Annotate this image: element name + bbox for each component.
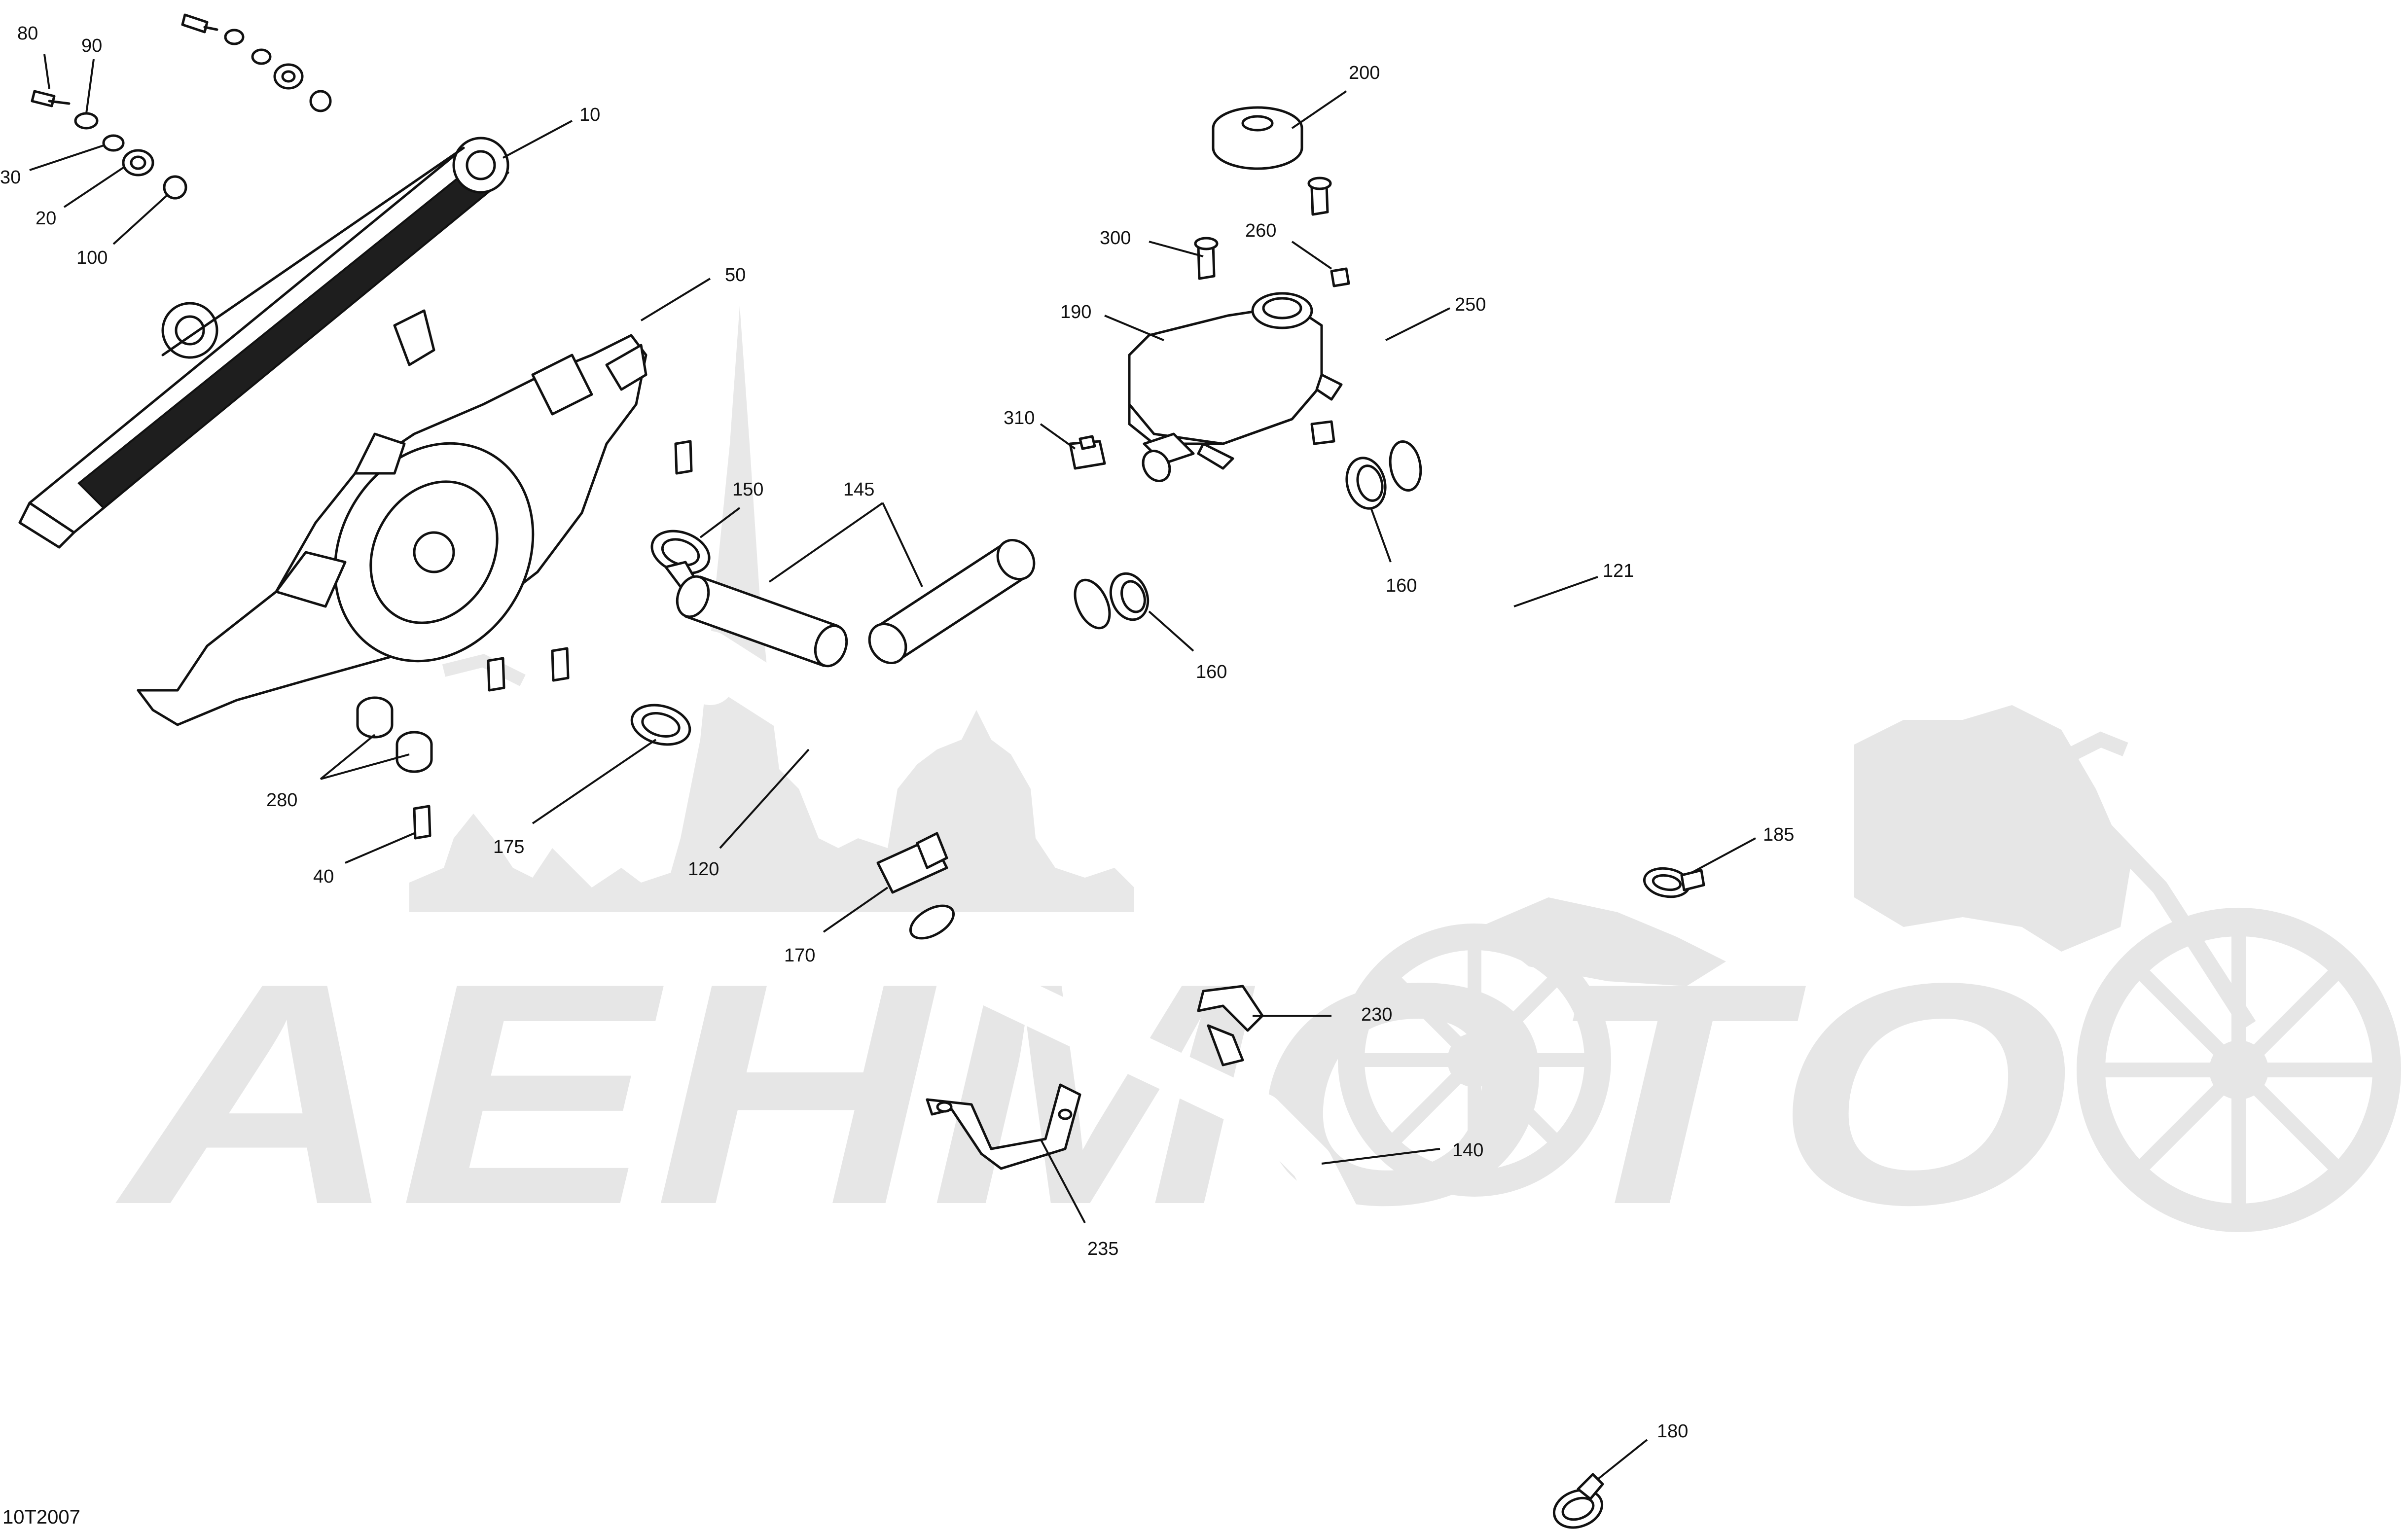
label-280: 280: [266, 790, 297, 811]
label-120: 120: [688, 859, 719, 880]
label-40: 40: [313, 866, 334, 887]
clamp-180: [1552, 1473, 1604, 1529]
label-160-b: 160: [1386, 575, 1417, 596]
label-250: 250: [1455, 294, 1486, 315]
hose-250: [1366, 252, 1401, 414]
leader-lines: [29, 54, 1756, 1480]
label-90: 90: [81, 36, 102, 56]
bracket-230: [1197, 985, 1264, 1067]
clamp-175: [630, 704, 691, 746]
label-10: 10: [579, 105, 600, 125]
label-80: 80: [17, 23, 38, 44]
watermark-skyline: [409, 306, 1134, 912]
hardware-reservoir: [1194, 177, 1350, 287]
label-190: 190: [1060, 302, 1091, 322]
label-300: 300: [1100, 228, 1131, 249]
label-50: 50: [725, 265, 746, 285]
label-30: 30: [0, 167, 21, 188]
clip-reservoir-right: [1310, 420, 1335, 445]
hardware-top-left: [31, 13, 332, 200]
label-100: 100: [76, 248, 108, 268]
fan-shroud: [137, 334, 647, 726]
watermark-bridge: [442, 654, 526, 686]
hose-140: [909, 904, 1540, 1505]
radiator: [18, 137, 509, 549]
clamp-185: [1643, 867, 1705, 898]
label-20: 20: [36, 208, 56, 229]
clamp-160-b: [1345, 457, 1387, 510]
label-310: 310: [1004, 408, 1035, 428]
hose-120: [671, 578, 1114, 765]
clamp-160-a: [1109, 572, 1150, 621]
watermark: АЕНМОТО: [111, 306, 2401, 1270]
label-185: 185: [1763, 824, 1794, 845]
label-150: 150: [732, 479, 763, 500]
coolant-reservoir: [1128, 292, 1343, 482]
bracket-235: [926, 1083, 1081, 1170]
label-121: 121: [1603, 561, 1634, 581]
watermark-text: АЕНМОТО: [111, 918, 2071, 1270]
label-230: 230: [1361, 1004, 1392, 1025]
hose-121: [1388, 431, 1650, 860]
part-labels: 80 90 30 20 100 10 50 150 145 160 175 12…: [0, 23, 1794, 1528]
label-260: 260: [1245, 220, 1276, 241]
label-140: 140: [1452, 1140, 1483, 1161]
label-180: 180: [1657, 1421, 1688, 1442]
hardware-shroud-mounts: [356, 440, 693, 840]
label-145: 145: [843, 479, 874, 500]
diagram-code: 10T2007: [2, 1506, 80, 1528]
label-200: 200: [1349, 63, 1380, 83]
cap-200: [1212, 106, 1303, 170]
label-170: 170: [784, 945, 815, 966]
label-235: 235: [1087, 1239, 1118, 1259]
hose-145-pair: [676, 538, 1036, 668]
label-160-a: 160: [1196, 662, 1227, 682]
clip-310: [1069, 435, 1106, 470]
label-175: 175: [493, 837, 524, 857]
clamp-170: [876, 832, 948, 894]
watermark-motorcycle: [1338, 705, 2401, 1232]
clamp-150: [650, 530, 711, 588]
